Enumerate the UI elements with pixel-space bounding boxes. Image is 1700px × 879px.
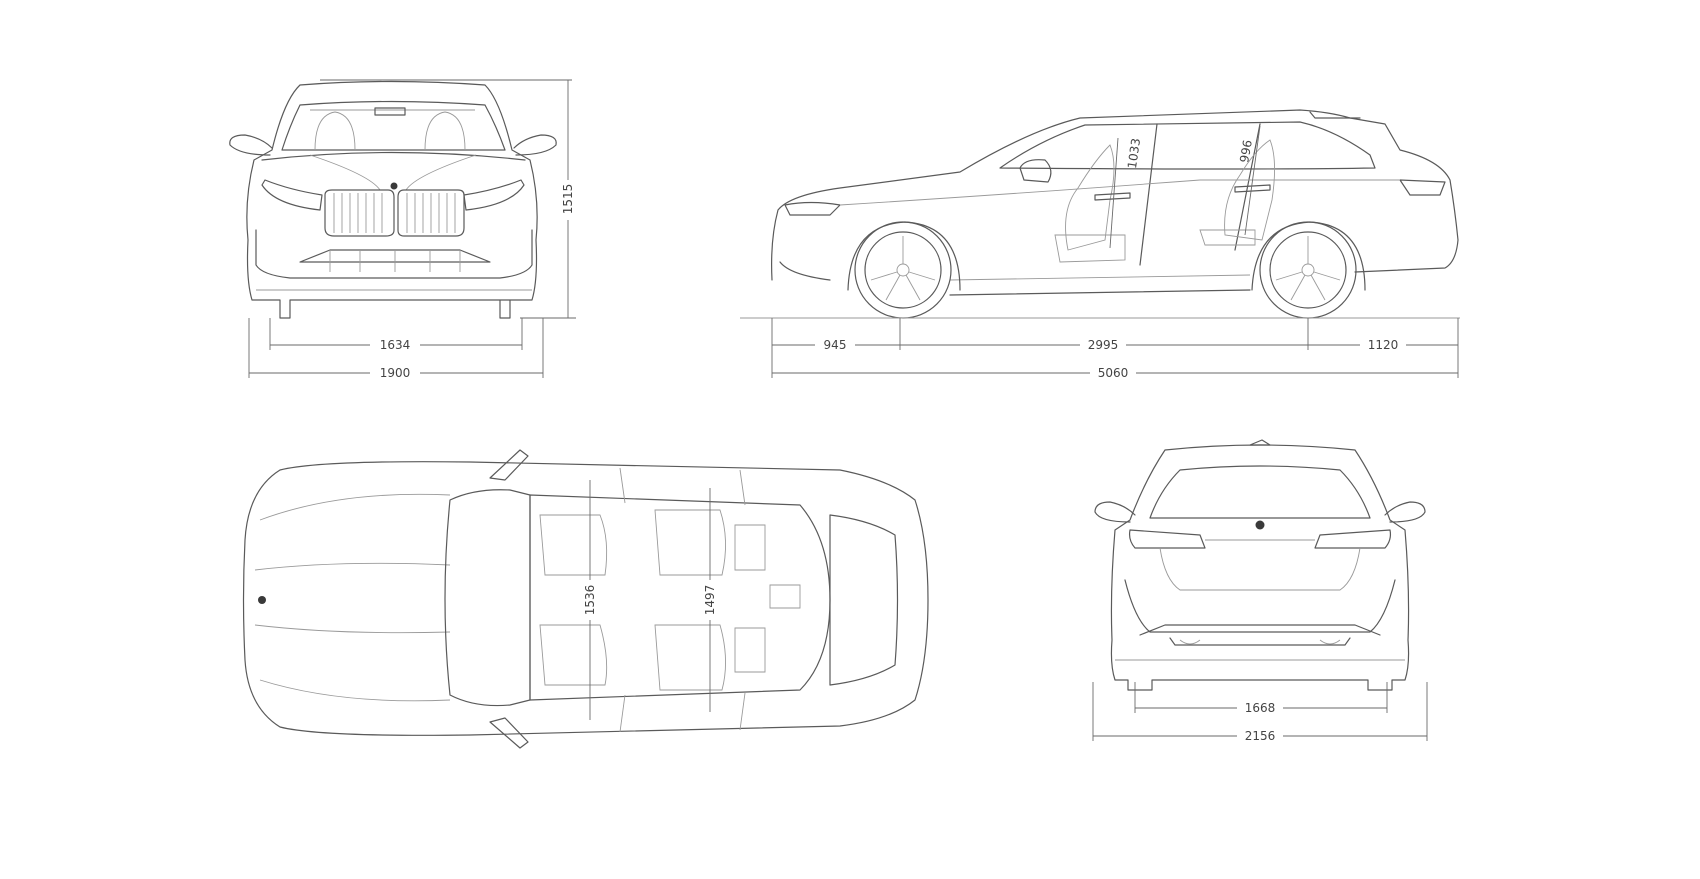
rear-logo-icon <box>1255 520 1265 530</box>
side-dimensions: 945 2995 1120 5060 1033 996 <box>771 125 1459 381</box>
front-logo-icon <box>390 182 398 190</box>
wheelbase-label: 2995 <box>1088 338 1119 352</box>
side-view <box>740 109 1460 319</box>
front-view <box>229 80 557 319</box>
interior-height-front-label: 1033 <box>1125 137 1143 169</box>
height-label: 1515 <box>561 184 575 215</box>
front-track-label: 1634 <box>380 338 411 352</box>
rear-view <box>1094 439 1426 691</box>
rear-overhang-label: 1120 <box>1368 338 1399 352</box>
shoulder-width-front-label: 1536 <box>583 585 597 616</box>
rear-track-label: 1668 <box>1245 701 1276 715</box>
front-overhang-label: 945 <box>824 338 847 352</box>
interior-height-rear-label: 996 <box>1237 139 1255 164</box>
top-dimensions: 1536 1497 <box>582 580 718 620</box>
front-dimensions: 1634 1900 1515 <box>248 79 576 381</box>
left-mirror-top <box>489 449 529 481</box>
rear-dimensions: 1668 2156 <box>1092 682 1428 744</box>
length-label: 5060 <box>1098 366 1129 380</box>
front-width-label: 1900 <box>380 366 411 380</box>
top-view <box>242 449 929 749</box>
rear-width-label: 2156 <box>1245 729 1276 743</box>
right-mirror-top <box>489 717 529 749</box>
top-logo-icon <box>258 596 266 604</box>
shoulder-width-rear-label: 1497 <box>703 585 717 616</box>
